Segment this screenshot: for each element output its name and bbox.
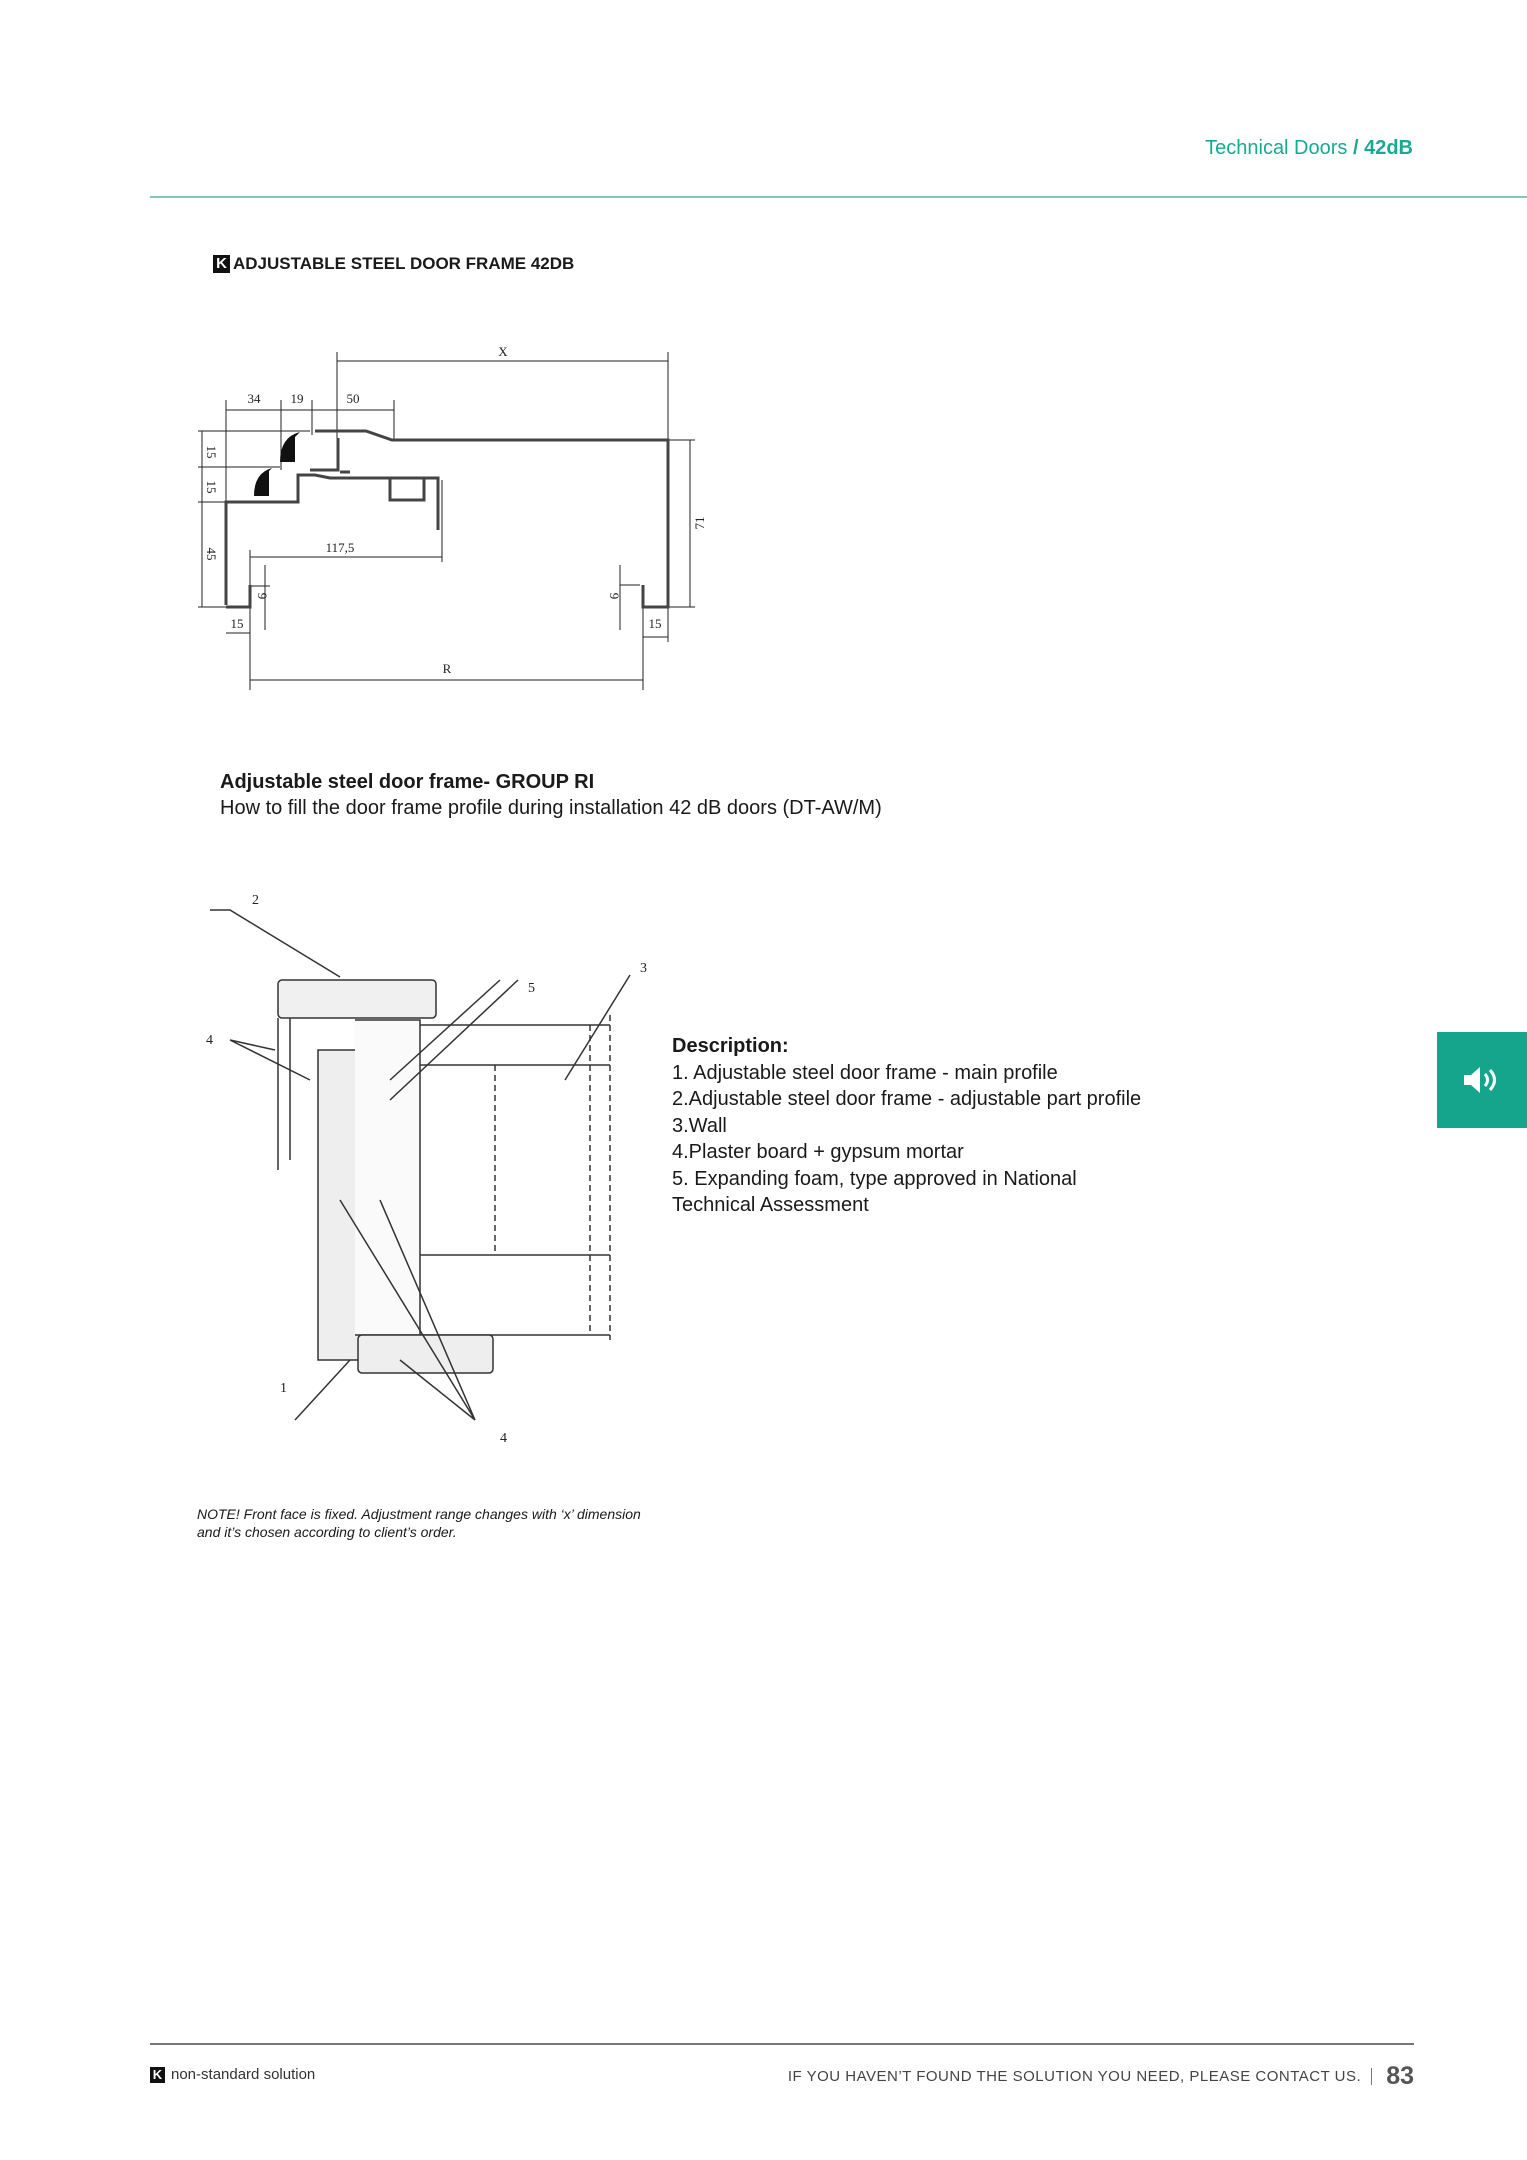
callout-4b: 4 [500,1431,507,1446]
dim-19: 19 [291,391,304,406]
description-item: 1. Adjustable steel door frame - main pr… [672,1061,1058,1084]
description-title: Description: [672,1035,789,1057]
dim-117-5: 117,5 [326,540,355,555]
dim-9a: 9 [255,593,270,600]
description-item: 4.Plaster board + gypsum mortar [672,1141,964,1163]
callout-5: 5 [528,981,535,996]
installation-section-drawing: 2 4 5 3 1 4 [206,893,647,1446]
header-sub: 42dB [1364,137,1413,159]
footer-contact-text: IF YOU HAVEN’T FOUND THE SOLUTION YOU NE… [788,2068,1373,2085]
description: Description: 1. Adjustable steel door fr… [672,1033,1141,1219]
frame-profile-drawing: X 34 19 50 15 15 45 71 117,5 9 9 15 15 R [198,344,707,690]
dim-x: X [498,344,508,359]
speaker-icon [1464,1067,1496,1093]
header-breadcrumb: Technical Doors / 42dB [1205,137,1413,160]
description-item: 2.Adjustable steel door frame - adjustab… [672,1088,1142,1110]
dim-45: 45 [204,548,219,561]
footer-divider [150,2043,1414,2045]
group-subtitle: How to fill the door frame profile durin… [220,797,882,819]
dim-r: R [443,661,452,676]
dim-34: 34 [248,391,262,406]
dim-9b: 9 [607,593,622,600]
header-section: Technical Doors [1205,137,1348,159]
header-sep: / [1347,137,1365,159]
dim-15c: 15 [231,616,244,631]
note: NOTE! Front face is fixed. Adjustment ra… [197,1505,717,1541]
acoustic-side-tab [1437,1032,1527,1128]
dim-15b: 15 [204,481,219,494]
dim-71: 71 [692,517,707,530]
footer-left: K non-standard solution [150,2066,315,2083]
description-item: 3.Wall [672,1114,727,1137]
dim-15a: 15 [204,446,219,459]
callout-4a: 4 [206,1033,213,1048]
header-divider [150,196,1527,198]
section-title: K ADJUSTABLE STEEL DOOR FRAME 42DB [213,254,574,274]
group-title: Adjustable steel door frame- GROUP RI [220,771,595,793]
note-line: and it’s chosen according to client’s or… [197,1524,457,1540]
dim-50: 50 [347,391,360,406]
note-line: NOTE! Front face is fixed. Adjustment ra… [197,1506,641,1522]
description-item: 5. Expanding foam, type approved in Nati… [672,1167,1077,1190]
callout-1: 1 [280,1381,287,1396]
callout-3: 3 [640,961,647,976]
page-number: 83 [1386,2062,1414,2090]
k-logo-icon: K [150,2066,165,2083]
footer-tagline: non-standard solution [171,2066,316,2083]
k-logo-icon: K [213,255,230,273]
section-title-text: ADJUSTABLE STEEL DOOR FRAME 42DB [233,254,575,273]
footer-right: IF YOU HAVEN’T FOUND THE SOLUTION YOU NE… [788,2062,1414,2091]
dim-15d: 15 [649,616,662,631]
description-item: Technical Assessment [672,1194,869,1216]
callout-2: 2 [252,893,259,908]
